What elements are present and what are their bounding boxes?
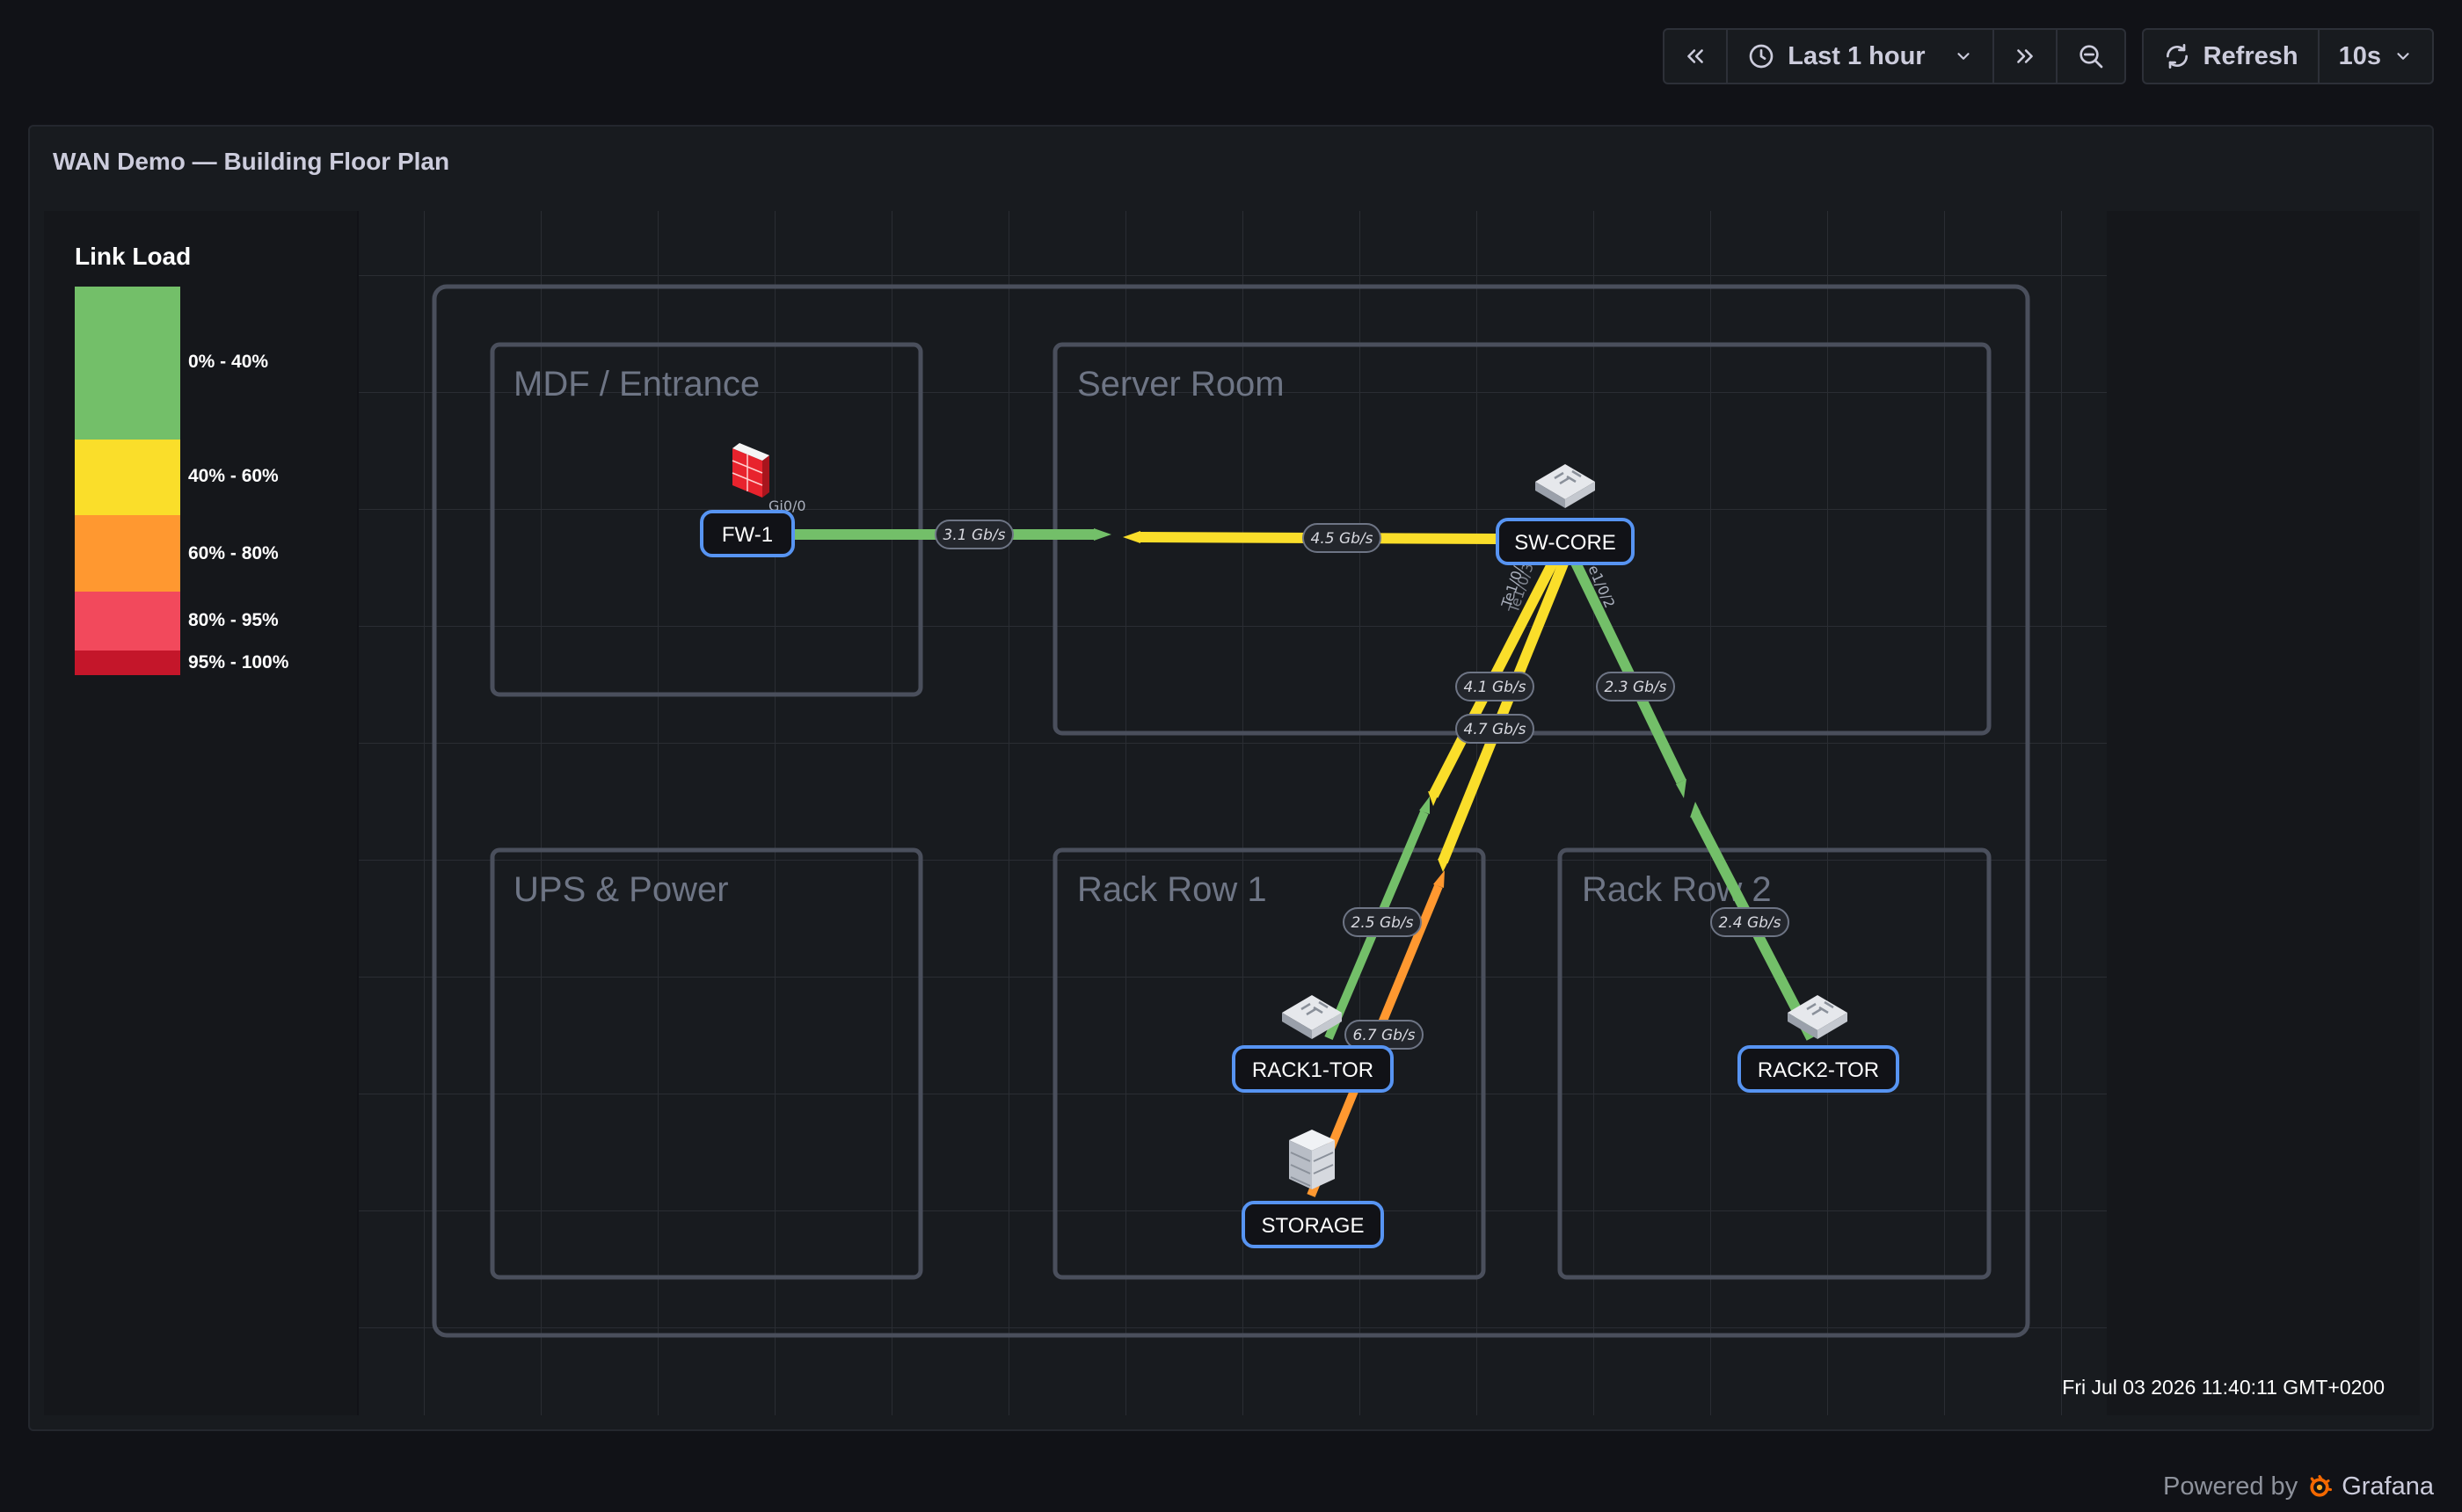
- refresh-picker-group: Refresh 10s: [2141, 28, 2434, 84]
- zoom-out-button[interactable]: [2058, 30, 2124, 83]
- svg-text:2.5 Gb/s: 2.5 Gb/s: [1351, 914, 1414, 932]
- switch-icon: [1535, 464, 1595, 508]
- refresh-button[interactable]: Refresh: [2144, 30, 2320, 83]
- time-range-forward-button[interactable]: [1994, 30, 2058, 83]
- switch-icon: [1788, 995, 1847, 1039]
- svg-text:FW-1: FW-1: [722, 523, 773, 547]
- clock-icon: [1749, 44, 1774, 69]
- speed-label-rack2-to-core: 2.4 Gb/s: [1710, 907, 1789, 937]
- chevron-down-icon: [2397, 53, 2409, 60]
- building-outline: [432, 284, 2030, 1338]
- legend-label-40-60: 40% - 60%: [188, 466, 279, 486]
- dashboard-toolbar: Last 1 hour Refresh 10s: [1663, 28, 2434, 84]
- zone-label-ups: UPS & Power: [514, 870, 729, 909]
- node-rack2-tor[interactable]: RACK2-TOR: [1737, 1045, 1899, 1093]
- legend-label-95-100: 95% - 100%: [188, 652, 289, 672]
- time-range-back-button[interactable]: [1664, 30, 1729, 83]
- speed-label-core-to-rack1: 4.1 Gb/s: [1455, 672, 1534, 701]
- node-rack1-tor[interactable]: RACK1-TOR: [1232, 1045, 1394, 1093]
- legend-swatch-95-100: [75, 651, 180, 675]
- speed-label-core-to-fw: 4.5 Gb/s: [1302, 523, 1381, 553]
- storage-icon: [1289, 1130, 1335, 1189]
- link-load-legend: Link Load 0% - 40% 40% - 60% 60% - 80% 8…: [44, 211, 357, 1415]
- data-timestamp: Fri Jul 03 2026 11:40:11 GMT+0200: [2062, 1376, 2385, 1399]
- firewall-icon: [732, 443, 769, 498]
- refresh-interval-select[interactable]: 10s: [2320, 30, 2432, 83]
- speed-label-fw1-out: 3.1 Gb/s: [935, 520, 1014, 549]
- panel-body: Link Load 0% - 40% 40% - 60% 60% - 80% 8…: [44, 211, 2420, 1415]
- svg-text:6.7 Gb/s: 6.7 Gb/s: [1353, 1027, 1416, 1044]
- speed-label-storage-to-core: 6.7 Gb/s: [1344, 1020, 1424, 1050]
- zone-ups: [490, 847, 923, 1280]
- zone-label-rack-row-1: Rack Row 1: [1077, 870, 1267, 909]
- powered-by-label: Powered by: [2163, 1472, 2298, 1501]
- grafana-logo-icon: [2310, 1474, 2333, 1497]
- zone-mdf: [490, 342, 923, 697]
- speed-label-core-to-storage: 4.7 Gb/s: [1455, 714, 1534, 744]
- time-range-label: Last 1 hour: [1788, 41, 1926, 70]
- svg-text:STORAGE: STORAGE: [1262, 1214, 1365, 1238]
- legend-label-80-95: 80% - 95%: [188, 610, 279, 630]
- svg-text:4.1 Gb/s: 4.1 Gb/s: [1464, 679, 1526, 696]
- chevron-down-icon: [1957, 53, 1970, 60]
- time-picker-group: Last 1 hour: [1663, 28, 2126, 84]
- legend-label-0-40: 0% - 40%: [188, 352, 269, 372]
- svg-text:RACK1-TOR: RACK1-TOR: [1252, 1058, 1373, 1082]
- legend-swatch-60-80: [75, 515, 180, 592]
- legend-swatch-80-95: [75, 592, 180, 651]
- node-fw1[interactable]: FW-1: [700, 510, 795, 557]
- powered-by-footer[interactable]: Powered by Grafana: [2163, 1472, 2434, 1501]
- zone-label-server-room: Server Room: [1077, 365, 1285, 403]
- zone-label-mdf: MDF / Entrance: [514, 365, 760, 403]
- svg-text:3.1 Gb/s: 3.1 Gb/s: [943, 527, 1006, 544]
- legend-label-60-80: 60% - 80%: [188, 543, 279, 563]
- node-storage[interactable]: STORAGE: [1242, 1201, 1384, 1248]
- svg-text:SW-CORE: SW-CORE: [1514, 531, 1616, 555]
- refresh-label: Refresh: [2203, 41, 2298, 70]
- chevron-double-left-icon: [1687, 49, 1704, 63]
- svg-text:2.4 Gb/s: 2.4 Gb/s: [1719, 914, 1781, 932]
- legend-swatch-0-40: [75, 287, 180, 440]
- speed-label-rack1-to-core: 2.5 Gb/s: [1343, 907, 1422, 937]
- speed-label-core-to-rack2: 2.3 Gb/s: [1596, 672, 1675, 701]
- svg-text:2.3 Gb/s: 2.3 Gb/s: [1605, 679, 1667, 696]
- time-range-picker[interactable]: Last 1 hour: [1728, 30, 1994, 83]
- refresh-interval-label: 10s: [2338, 41, 2381, 70]
- canvas-side-area: [2107, 211, 2420, 1415]
- grid-background: [359, 211, 2107, 1415]
- zone-rack-row-2: [1557, 847, 1992, 1280]
- floor-plan-canvas[interactable]: MDF / Entrance Server Room UPS & Power R…: [359, 211, 2107, 1415]
- svg-text:4.7 Gb/s: 4.7 Gb/s: [1464, 721, 1526, 738]
- refresh-icon: [2166, 44, 2188, 69]
- chevron-double-right-icon: [2016, 49, 2033, 63]
- legend-swatch-40-60: [75, 440, 180, 515]
- node-sw-core[interactable]: SW-CORE: [1496, 518, 1635, 565]
- svg-text:RACK2-TOR: RACK2-TOR: [1758, 1058, 1879, 1082]
- grafana-brand-label: Grafana: [2342, 1472, 2434, 1501]
- zoom-out-icon: [2079, 45, 2102, 69]
- zone-rack-row-1: [1053, 847, 1486, 1280]
- svg-text:4.5 Gb/s: 4.5 Gb/s: [1311, 530, 1373, 548]
- panel-title: WAN Demo — Building Floor Plan: [53, 148, 450, 175]
- switch-icon: [1282, 995, 1342, 1039]
- floor-plan-panel[interactable]: WAN Demo — Building Floor Plan Link Load…: [28, 125, 2434, 1431]
- legend-title: Link Load: [75, 243, 192, 270]
